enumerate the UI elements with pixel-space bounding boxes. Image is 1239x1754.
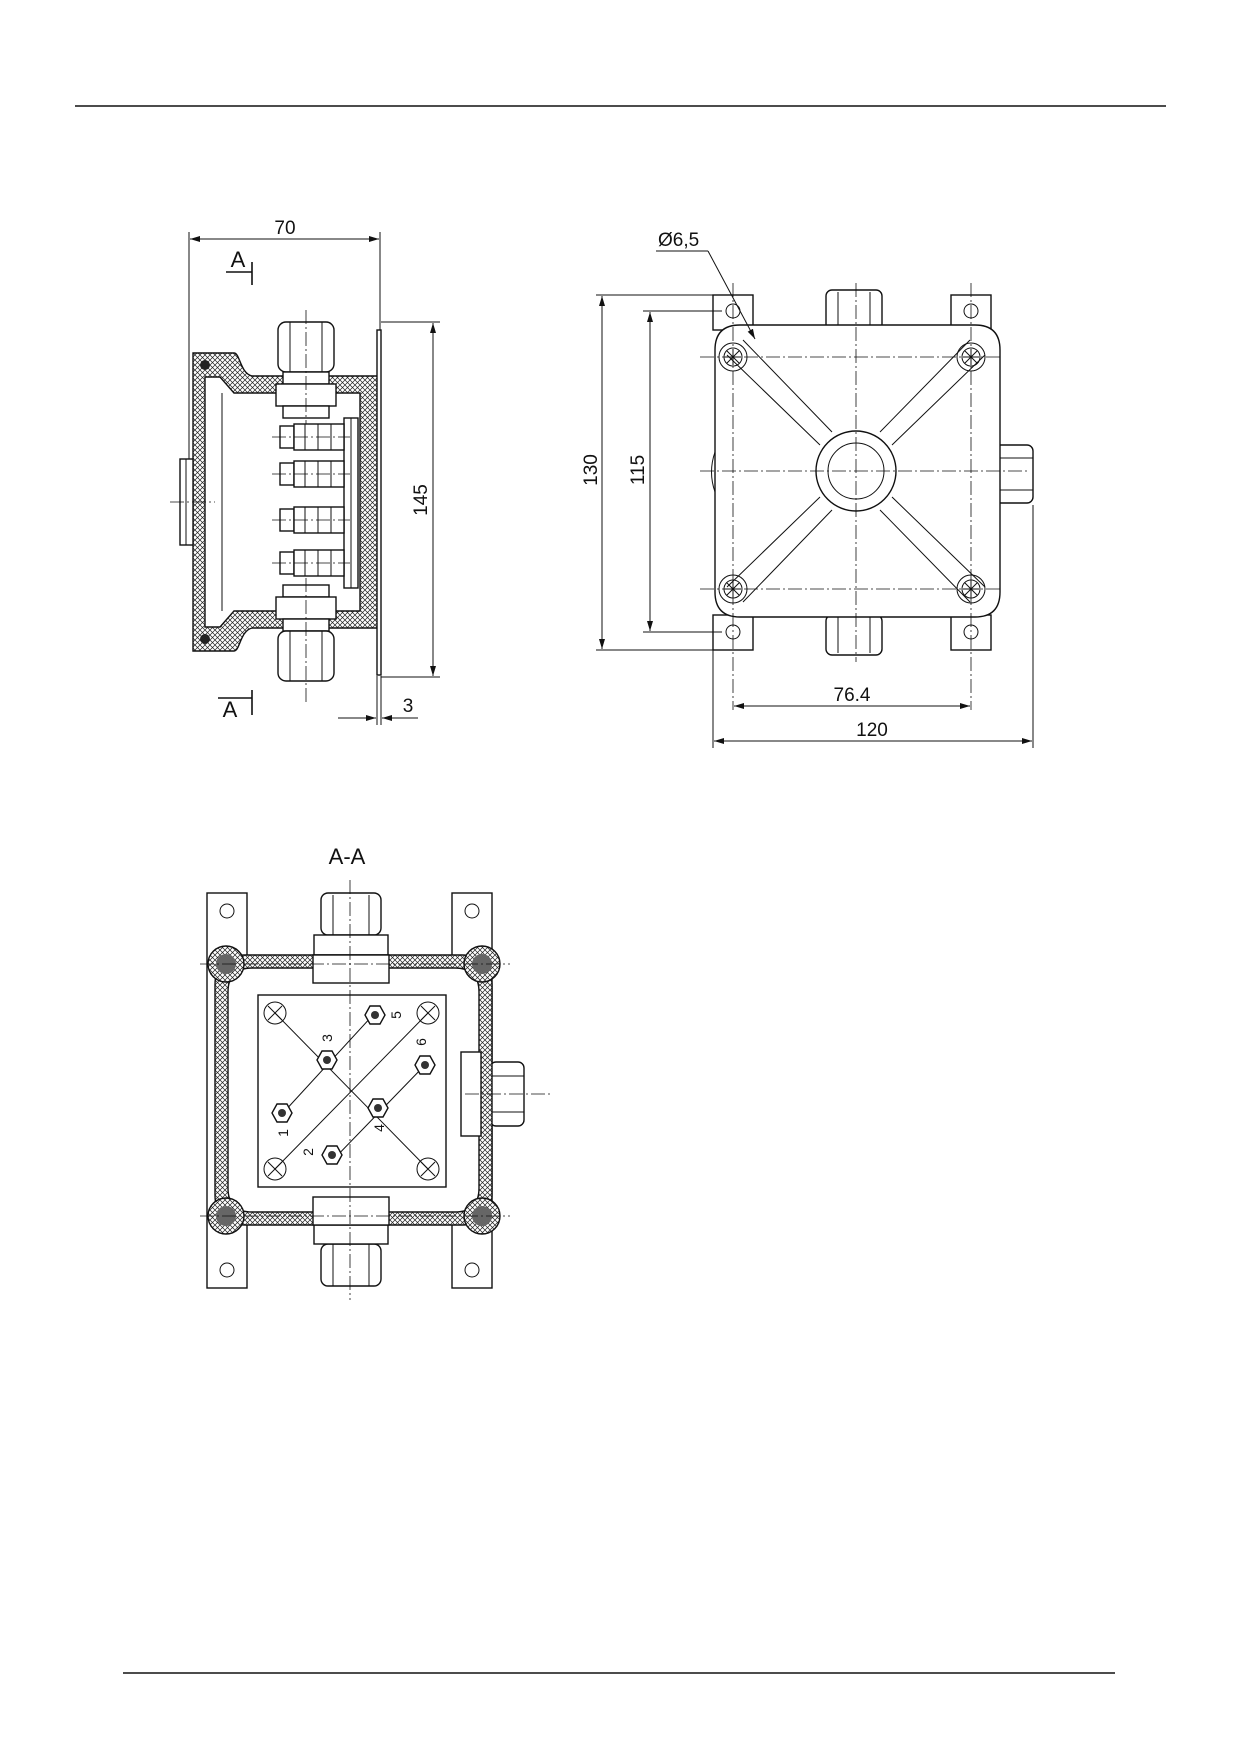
- section-mark-bottom: A: [223, 697, 238, 722]
- terminal-label-1: 1: [275, 1129, 291, 1137]
- board-screws: [263, 1001, 440, 1181]
- dim-width-70: 70: [274, 218, 295, 239]
- terminal-label-6: 6: [413, 1038, 429, 1046]
- dim-hole-spacing-76-4: 76.4: [834, 685, 871, 706]
- dim-hole-diameter: Ø6,5: [658, 230, 699, 251]
- dim-plate-3: 3: [403, 696, 414, 717]
- terminal-studs: [271, 1005, 436, 1165]
- terminal-row-3: [272, 506, 350, 534]
- section-title: A-A: [329, 844, 366, 869]
- terminal-label-5: 5: [388, 1011, 404, 1019]
- terminal-row-2: [272, 460, 350, 488]
- terminal-row-1: [272, 423, 350, 451]
- dim-height-145: 145: [411, 484, 432, 516]
- dim-height-130: 130: [581, 454, 602, 486]
- front-view: 130 115 76.4 120 Ø6,5: [581, 230, 1034, 748]
- terminal-row-4: [272, 549, 350, 577]
- terminal-label-3: 3: [319, 1034, 335, 1042]
- section-mark-top: A: [231, 247, 246, 272]
- dim-hole-spacing-115: 115: [628, 455, 649, 485]
- section-view: A-A: [200, 844, 550, 1300]
- terminal-label-2: 2: [300, 1148, 316, 1156]
- terminal-label-4: 4: [371, 1124, 387, 1132]
- side-view: 70 A A: [170, 218, 440, 725]
- dim-width-120: 120: [856, 720, 888, 741]
